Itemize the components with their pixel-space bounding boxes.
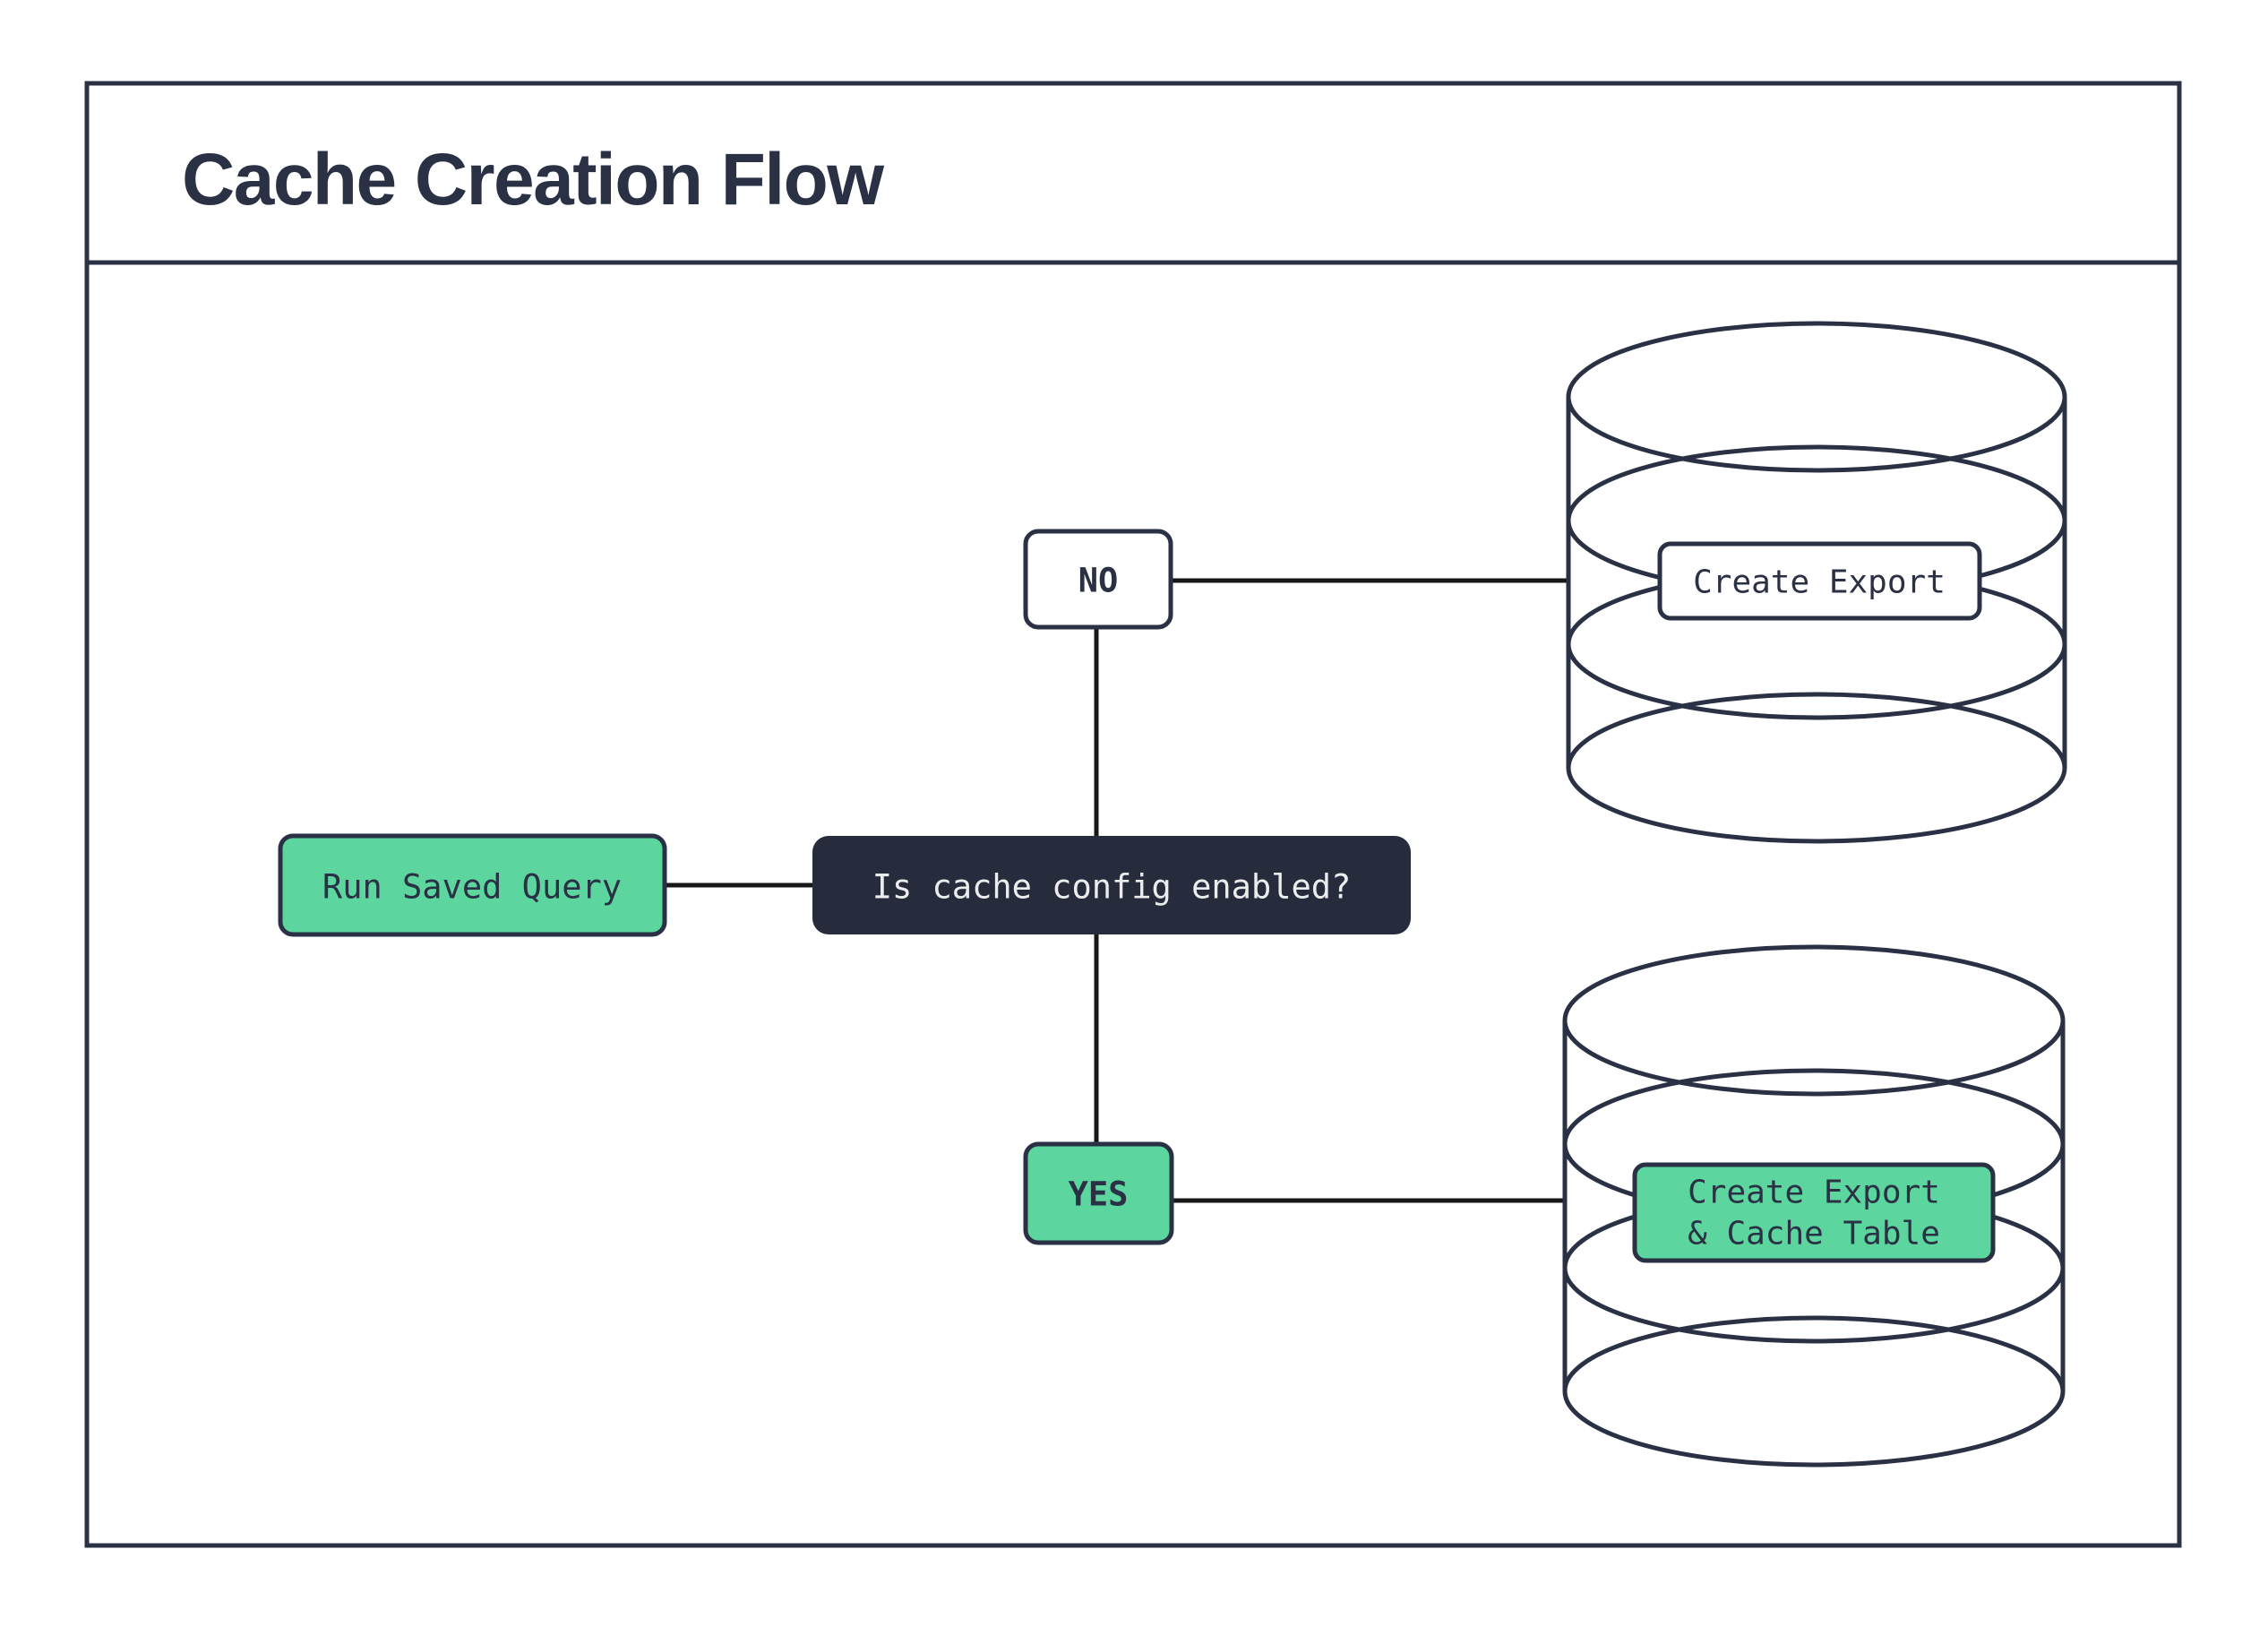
create-export-label-box [1657, 541, 1982, 621]
create-cache-label-box [1632, 1162, 1996, 1263]
cylinder-disk [1562, 1315, 2066, 1468]
frame: Cache Creation Flow [84, 81, 2182, 1548]
node-no: NO [1023, 529, 1173, 630]
cylinder-disk [1566, 321, 2067, 473]
no-box [1023, 529, 1173, 630]
question-box [812, 836, 1411, 934]
yes-box [1023, 1141, 1174, 1245]
cylinder-disk [1566, 692, 2067, 844]
connectors [665, 578, 1570, 1203]
page-title: Cache Creation Flow [182, 139, 884, 220]
node-yes: YES [1023, 1141, 1174, 1245]
question-label: Is cache config enabled? [872, 868, 1352, 907]
run-saved-query-box [278, 833, 667, 937]
create-cache-label-line1: Create Export [1688, 1175, 1940, 1211]
database-icon-cache: Create Export & Cache Table [1562, 944, 2066, 1468]
frame-border [84, 81, 2182, 1548]
no-label: NO [1078, 562, 1119, 600]
node-run-saved-query: Run Saved Query [278, 833, 667, 937]
yes-label: YES [1069, 1175, 1129, 1214]
database-icon-export: Create Export [1566, 321, 2067, 844]
node-question: Is cache config enabled? [812, 836, 1411, 934]
run-saved-query-label: Run Saved Query [322, 868, 622, 907]
create-cache-label-line2: & Cache Table [1688, 1216, 1940, 1253]
cylinder-disk [1562, 944, 2066, 1097]
create-export-label: Create Export [1693, 564, 1946, 601]
